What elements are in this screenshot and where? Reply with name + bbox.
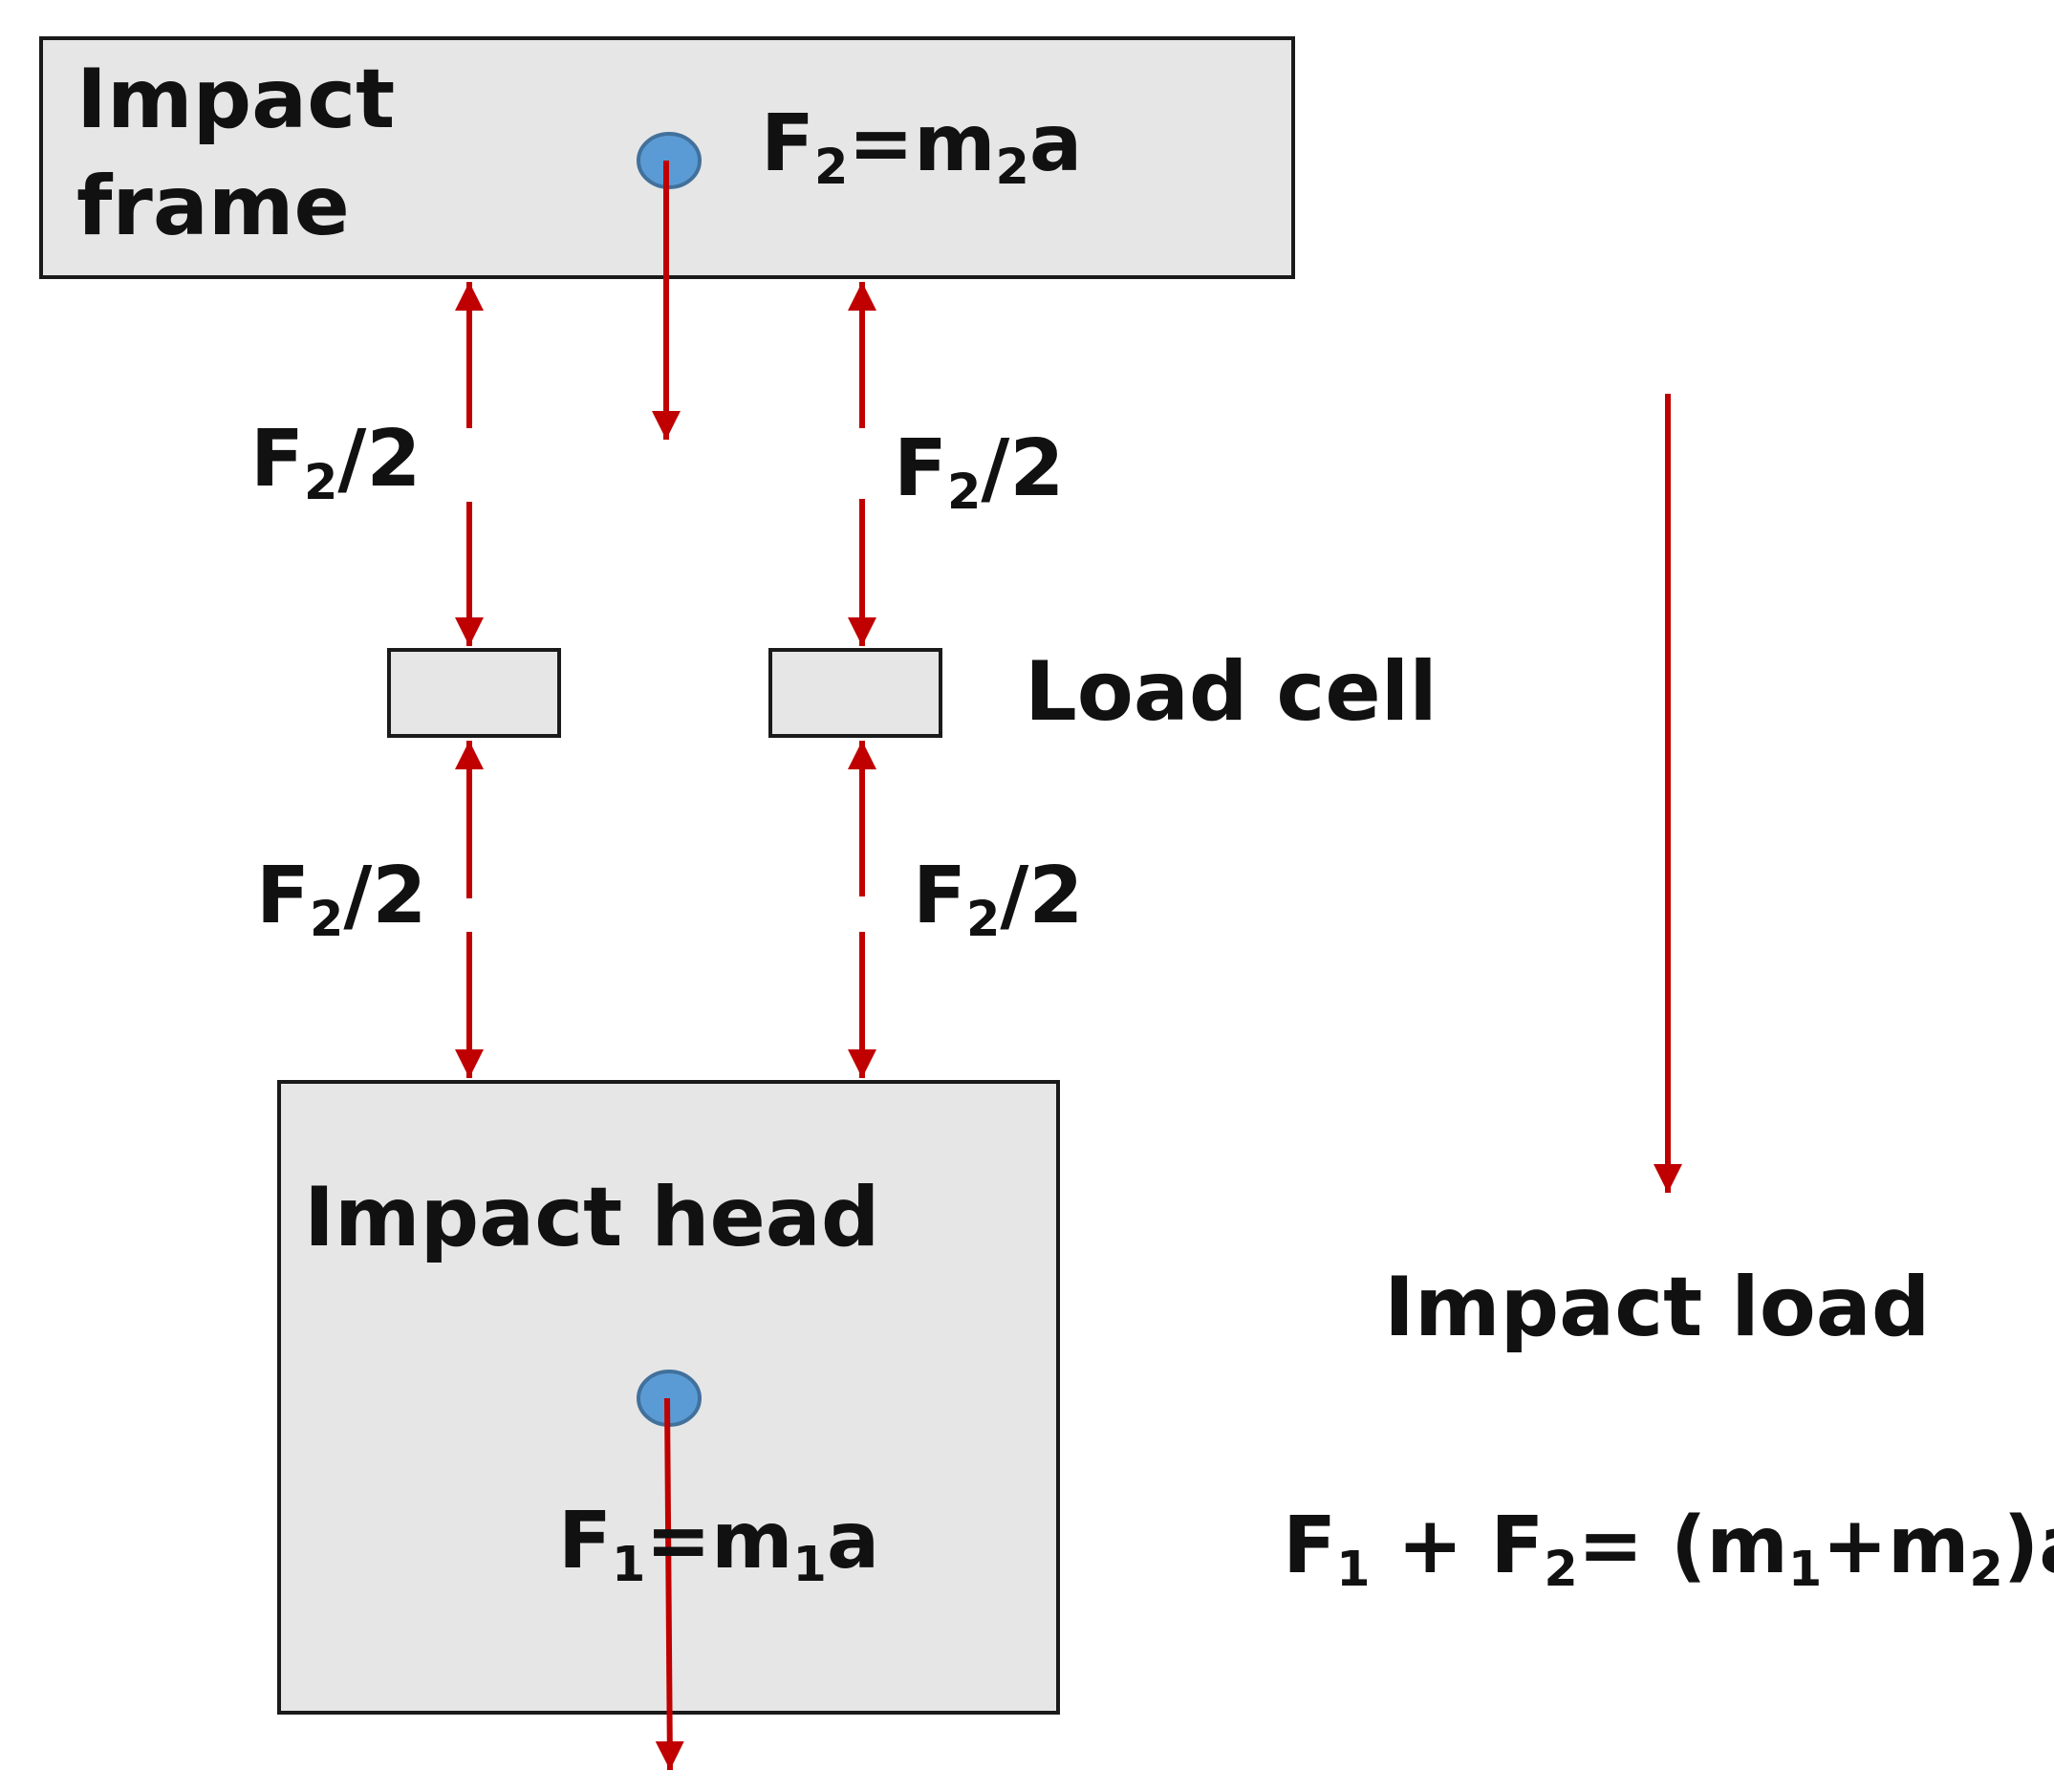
equation-subscript: 2 (995, 139, 1029, 196)
load-cell-right-box (768, 648, 942, 738)
equation-symbol: =m (645, 1496, 793, 1587)
lower-left-force-label: F2/2 (256, 857, 426, 944)
upper-left-force-label: F2/2 (250, 421, 421, 507)
impact-frame-equation: F2=m2a (761, 105, 1082, 192)
equation-subscript: 1 (612, 1536, 646, 1593)
equation-symbol: )a (2002, 1501, 2054, 1591)
force-symbol: F (256, 851, 311, 941)
impact-head-equation: F1=m1a (558, 1502, 879, 1589)
equation-subscript: 1 (1336, 1541, 1371, 1598)
equation-symbol: F (1283, 1501, 1337, 1591)
force-symbol: F (894, 423, 948, 514)
upper-right-force-label: F2/2 (894, 430, 1064, 517)
impact-head-label: Impact head (304, 1170, 880, 1265)
equation-subscript: 1 (1787, 1541, 1823, 1598)
equation-subscript: 2 (814, 139, 849, 196)
impact-frame-label: Impact frame (76, 46, 395, 260)
equation-symbol: a (1028, 98, 1083, 189)
force-symbol: F (250, 414, 305, 505)
force-symbol: F (913, 851, 967, 941)
equation-symbol: +m (1822, 1501, 1970, 1591)
equation-symbol: F (1490, 1501, 1545, 1591)
force-fraction: /2 (1000, 851, 1084, 941)
force-fraction: /2 (337, 414, 422, 505)
impact-load-label: Impact load (1384, 1260, 1931, 1355)
impact-load-equation: F1 + F2= (m1+m2)a (1228, 1429, 2054, 1594)
force-fraction: /2 (343, 851, 427, 941)
equation-symbol: =m (848, 98, 996, 189)
impact-frame-label-line2: frame (76, 159, 350, 254)
equation-symbol: a (826, 1496, 880, 1587)
force-subscript: 2 (947, 464, 982, 521)
equation-symbol: F (761, 98, 815, 189)
force-subscript: 2 (304, 454, 338, 511)
equation-symbol: F (558, 1496, 613, 1587)
head-force-arrow (655, 1397, 684, 1771)
equation-symbol: + (1370, 1501, 1491, 1591)
equation-subscript: 2 (1544, 1541, 1578, 1598)
load-cell-left-box (387, 648, 561, 738)
lower-right-force-label: F2/2 (913, 857, 1083, 944)
load-cell-label: Load cell (1025, 644, 1438, 740)
equation-symbol: = (m (1577, 1501, 1788, 1591)
equation-subscript: 2 (1969, 1541, 2003, 1598)
force-subscript: 2 (310, 891, 344, 948)
impact-frame-label-line1: Impact (76, 52, 396, 147)
equation-subscript: 1 (792, 1536, 827, 1593)
force-fraction: /2 (981, 423, 1065, 514)
force-subscript: 2 (966, 891, 1001, 948)
